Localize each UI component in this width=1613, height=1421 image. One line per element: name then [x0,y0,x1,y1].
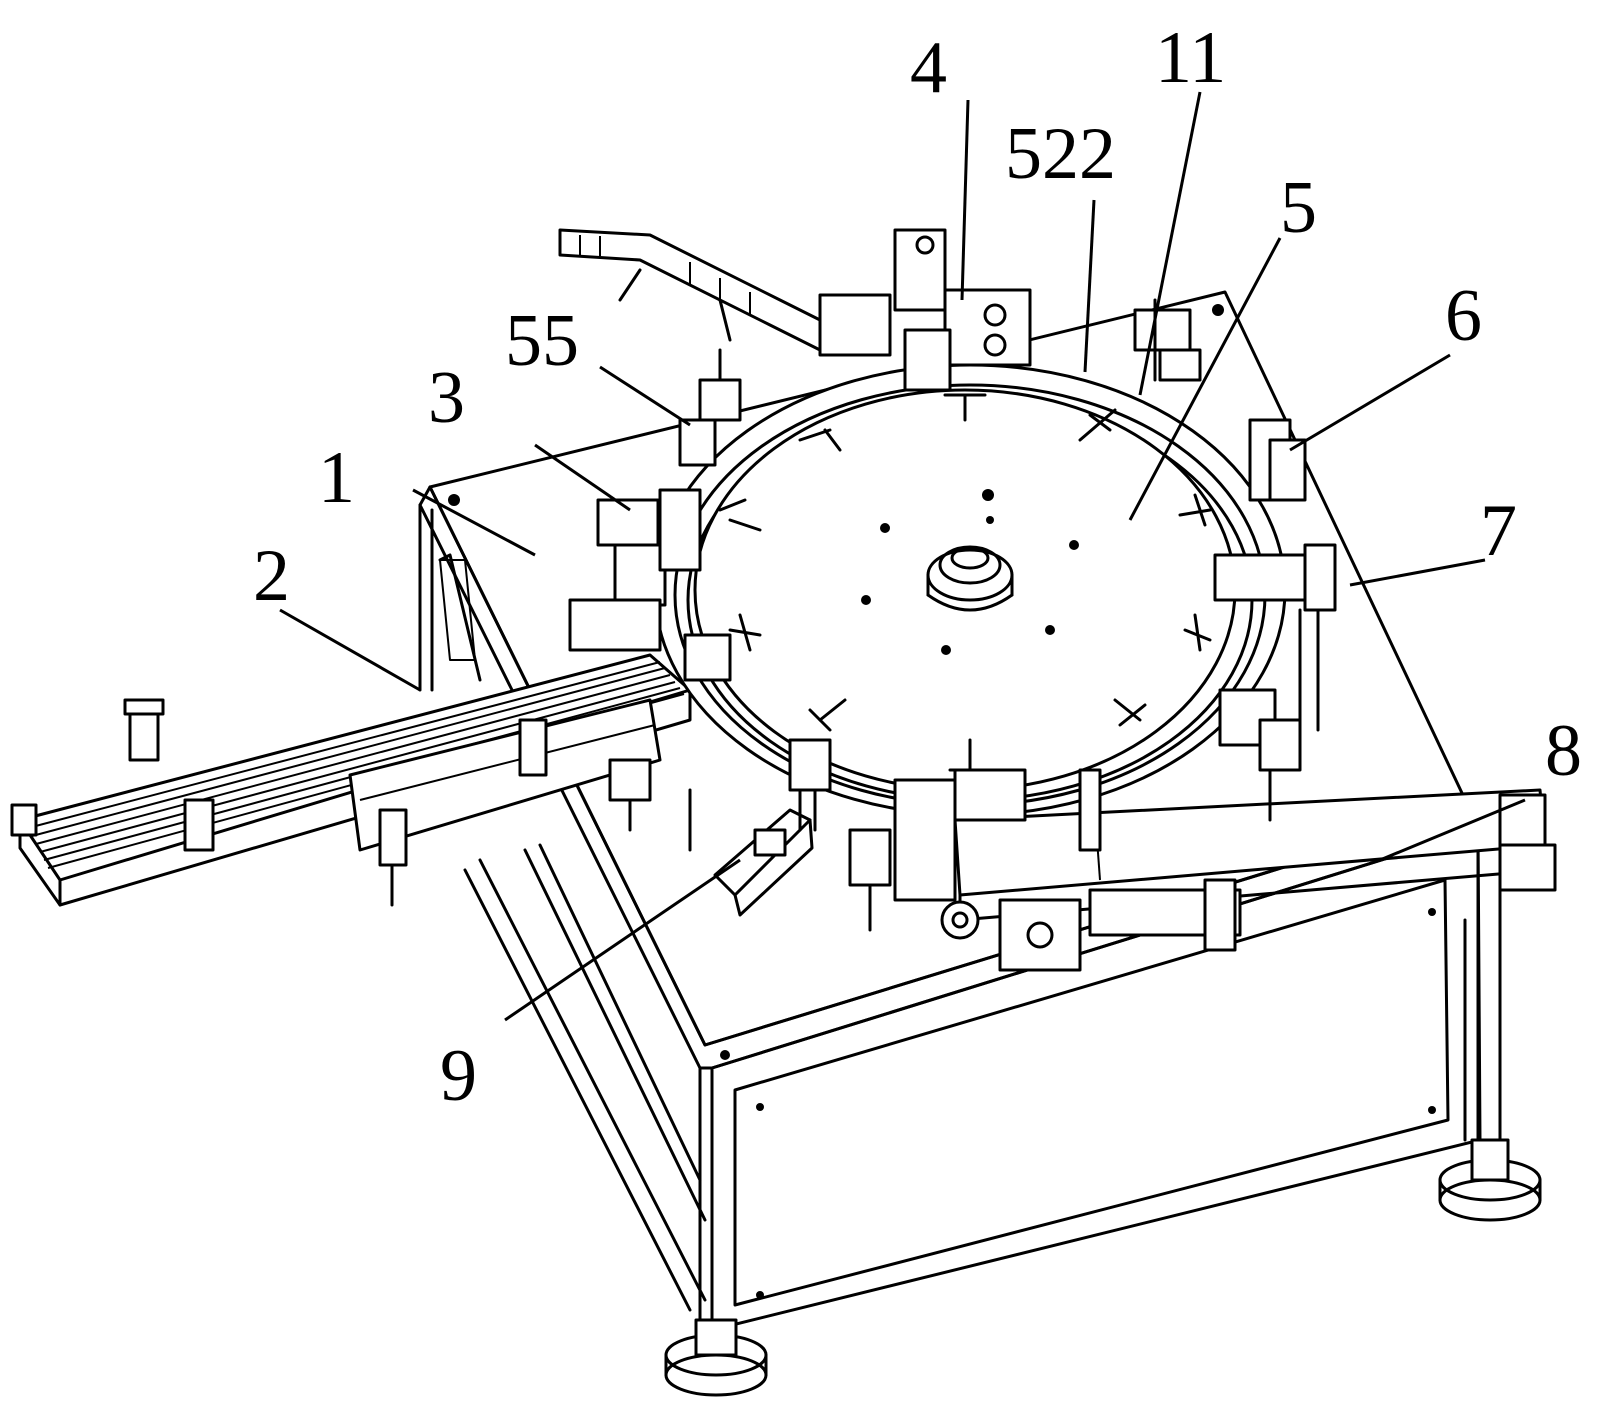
leader-6 [1289,353,1451,452]
leader-lines [279,91,1526,1022]
label-8: 8 [1545,710,1582,792]
leader-9 [504,858,741,1022]
output-conveyor [940,788,1557,972]
label-6: 6 [1445,275,1482,357]
label-11: 11 [1155,17,1226,99]
leader-5 [1128,237,1282,521]
station-hardware [568,228,1337,932]
label-2: 2 [253,535,290,617]
feed-conveyor [10,653,692,907]
leader-2 [279,608,421,692]
foot-left [664,1318,768,1397]
part-labels: 1 2 3 55 4 522 11 5 6 7 8 9 [253,17,1582,1117]
curved-chute [558,228,842,352]
leader-3 [534,443,631,512]
leader-1 [412,488,536,557]
leader-522 [1083,199,1096,373]
leader-4 [960,99,970,301]
leader-11 [1138,91,1202,396]
label-4: 4 [910,27,947,109]
label-3: 3 [428,357,465,439]
leader-55 [599,365,691,427]
foot-right [1438,1138,1542,1222]
label-9: 9 [440,1035,477,1117]
label-7: 7 [1480,490,1517,572]
label-5: 5 [1280,167,1317,249]
turntable [693,388,1237,792]
leader-7 [1349,558,1486,587]
label-1: 1 [318,437,355,519]
label-522: 522 [1005,113,1116,195]
leader-8 [1379,798,1526,862]
label-55: 55 [505,300,579,382]
